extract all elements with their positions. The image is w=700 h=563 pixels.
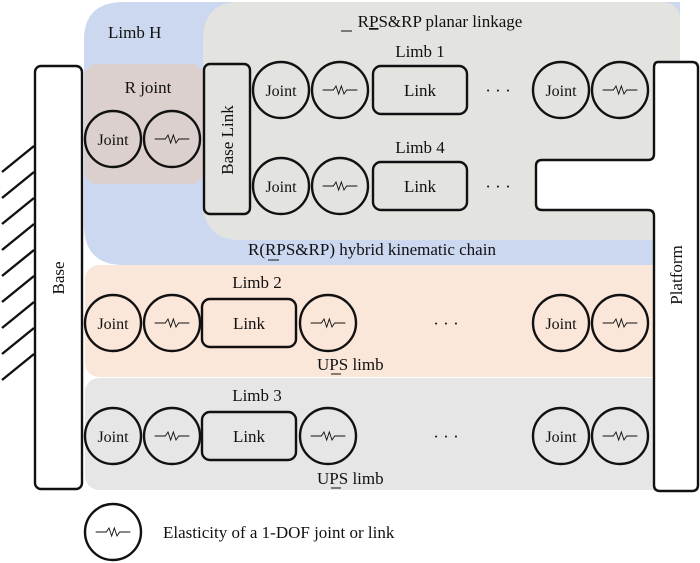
planar-linkage-label: RPS&RP planar linkage: [358, 12, 523, 31]
base-label: Base: [49, 261, 68, 294]
ellipsis: · · ·: [433, 427, 458, 446]
platform-label: Platform: [667, 245, 686, 305]
limb4-link: [371, 160, 469, 212]
limb2-type-label: UPS limb: [317, 355, 384, 374]
limb1-label: Limb 1: [395, 42, 445, 61]
svg-text:Link: Link: [404, 81, 437, 100]
r-joint-chain: Joint: [83, 109, 202, 169]
hybrid-chain-label: R(RPS&RP) hybrid kinematic chain: [248, 240, 496, 259]
limb1-link: [371, 64, 469, 116]
platform-block: [534, 60, 700, 493]
svg-text:Joint: Joint: [97, 429, 129, 446]
limb2-region: [85, 265, 680, 377]
base-link: [202, 62, 252, 216]
ground-hatch: [1, 145, 35, 381]
limb4-chain: Joint Link · · ·: [251, 156, 511, 216]
svg-text:Link: Link: [233, 314, 266, 333]
limb3-type-label: UPS limb: [317, 469, 384, 488]
limb-h-label: Limb H: [108, 23, 161, 42]
limb2-label: Limb 2: [232, 273, 282, 292]
svg-text:Joint: Joint: [265, 179, 297, 196]
ellipsis: · · ·: [485, 81, 510, 100]
r-joint-label: R joint: [125, 78, 172, 97]
ellipsis: · · ·: [485, 177, 510, 196]
limb3-chain: Joint Link · · · Joint: [83, 406, 650, 466]
base-link-label: Base Link: [218, 105, 237, 175]
legend-text: Elasticity of a 1-DOF joint or link: [163, 523, 395, 542]
limb2-link: [200, 297, 298, 349]
limb4-label: Limb 4: [395, 138, 445, 157]
r-joint-joint-label: Joint: [97, 132, 129, 149]
ellipsis: · · ·: [433, 314, 458, 333]
base-block: [33, 64, 84, 491]
svg-text:Link: Link: [233, 427, 266, 446]
svg-text:Link: Link: [404, 177, 437, 196]
limb3-region: [85, 378, 680, 490]
limb3-link: [200, 410, 298, 462]
elastic-spring-icon: [95, 527, 131, 537]
limb3-label: Limb 3: [232, 386, 282, 405]
svg-text:Joint: Joint: [265, 83, 297, 100]
svg-text:Joint: Joint: [545, 316, 577, 333]
limb1-chain: Joint Link · · · Joint: [251, 60, 650, 120]
svg-text:Joint: Joint: [545, 429, 577, 446]
svg-text:Joint: Joint: [545, 83, 577, 100]
limb2-chain: Joint Link · · · Joint: [83, 293, 650, 353]
legend: Elasticity of a 1-DOF joint or link: [83, 502, 395, 562]
svg-text:Joint: Joint: [97, 316, 129, 333]
r-joint-region: [85, 64, 203, 184]
